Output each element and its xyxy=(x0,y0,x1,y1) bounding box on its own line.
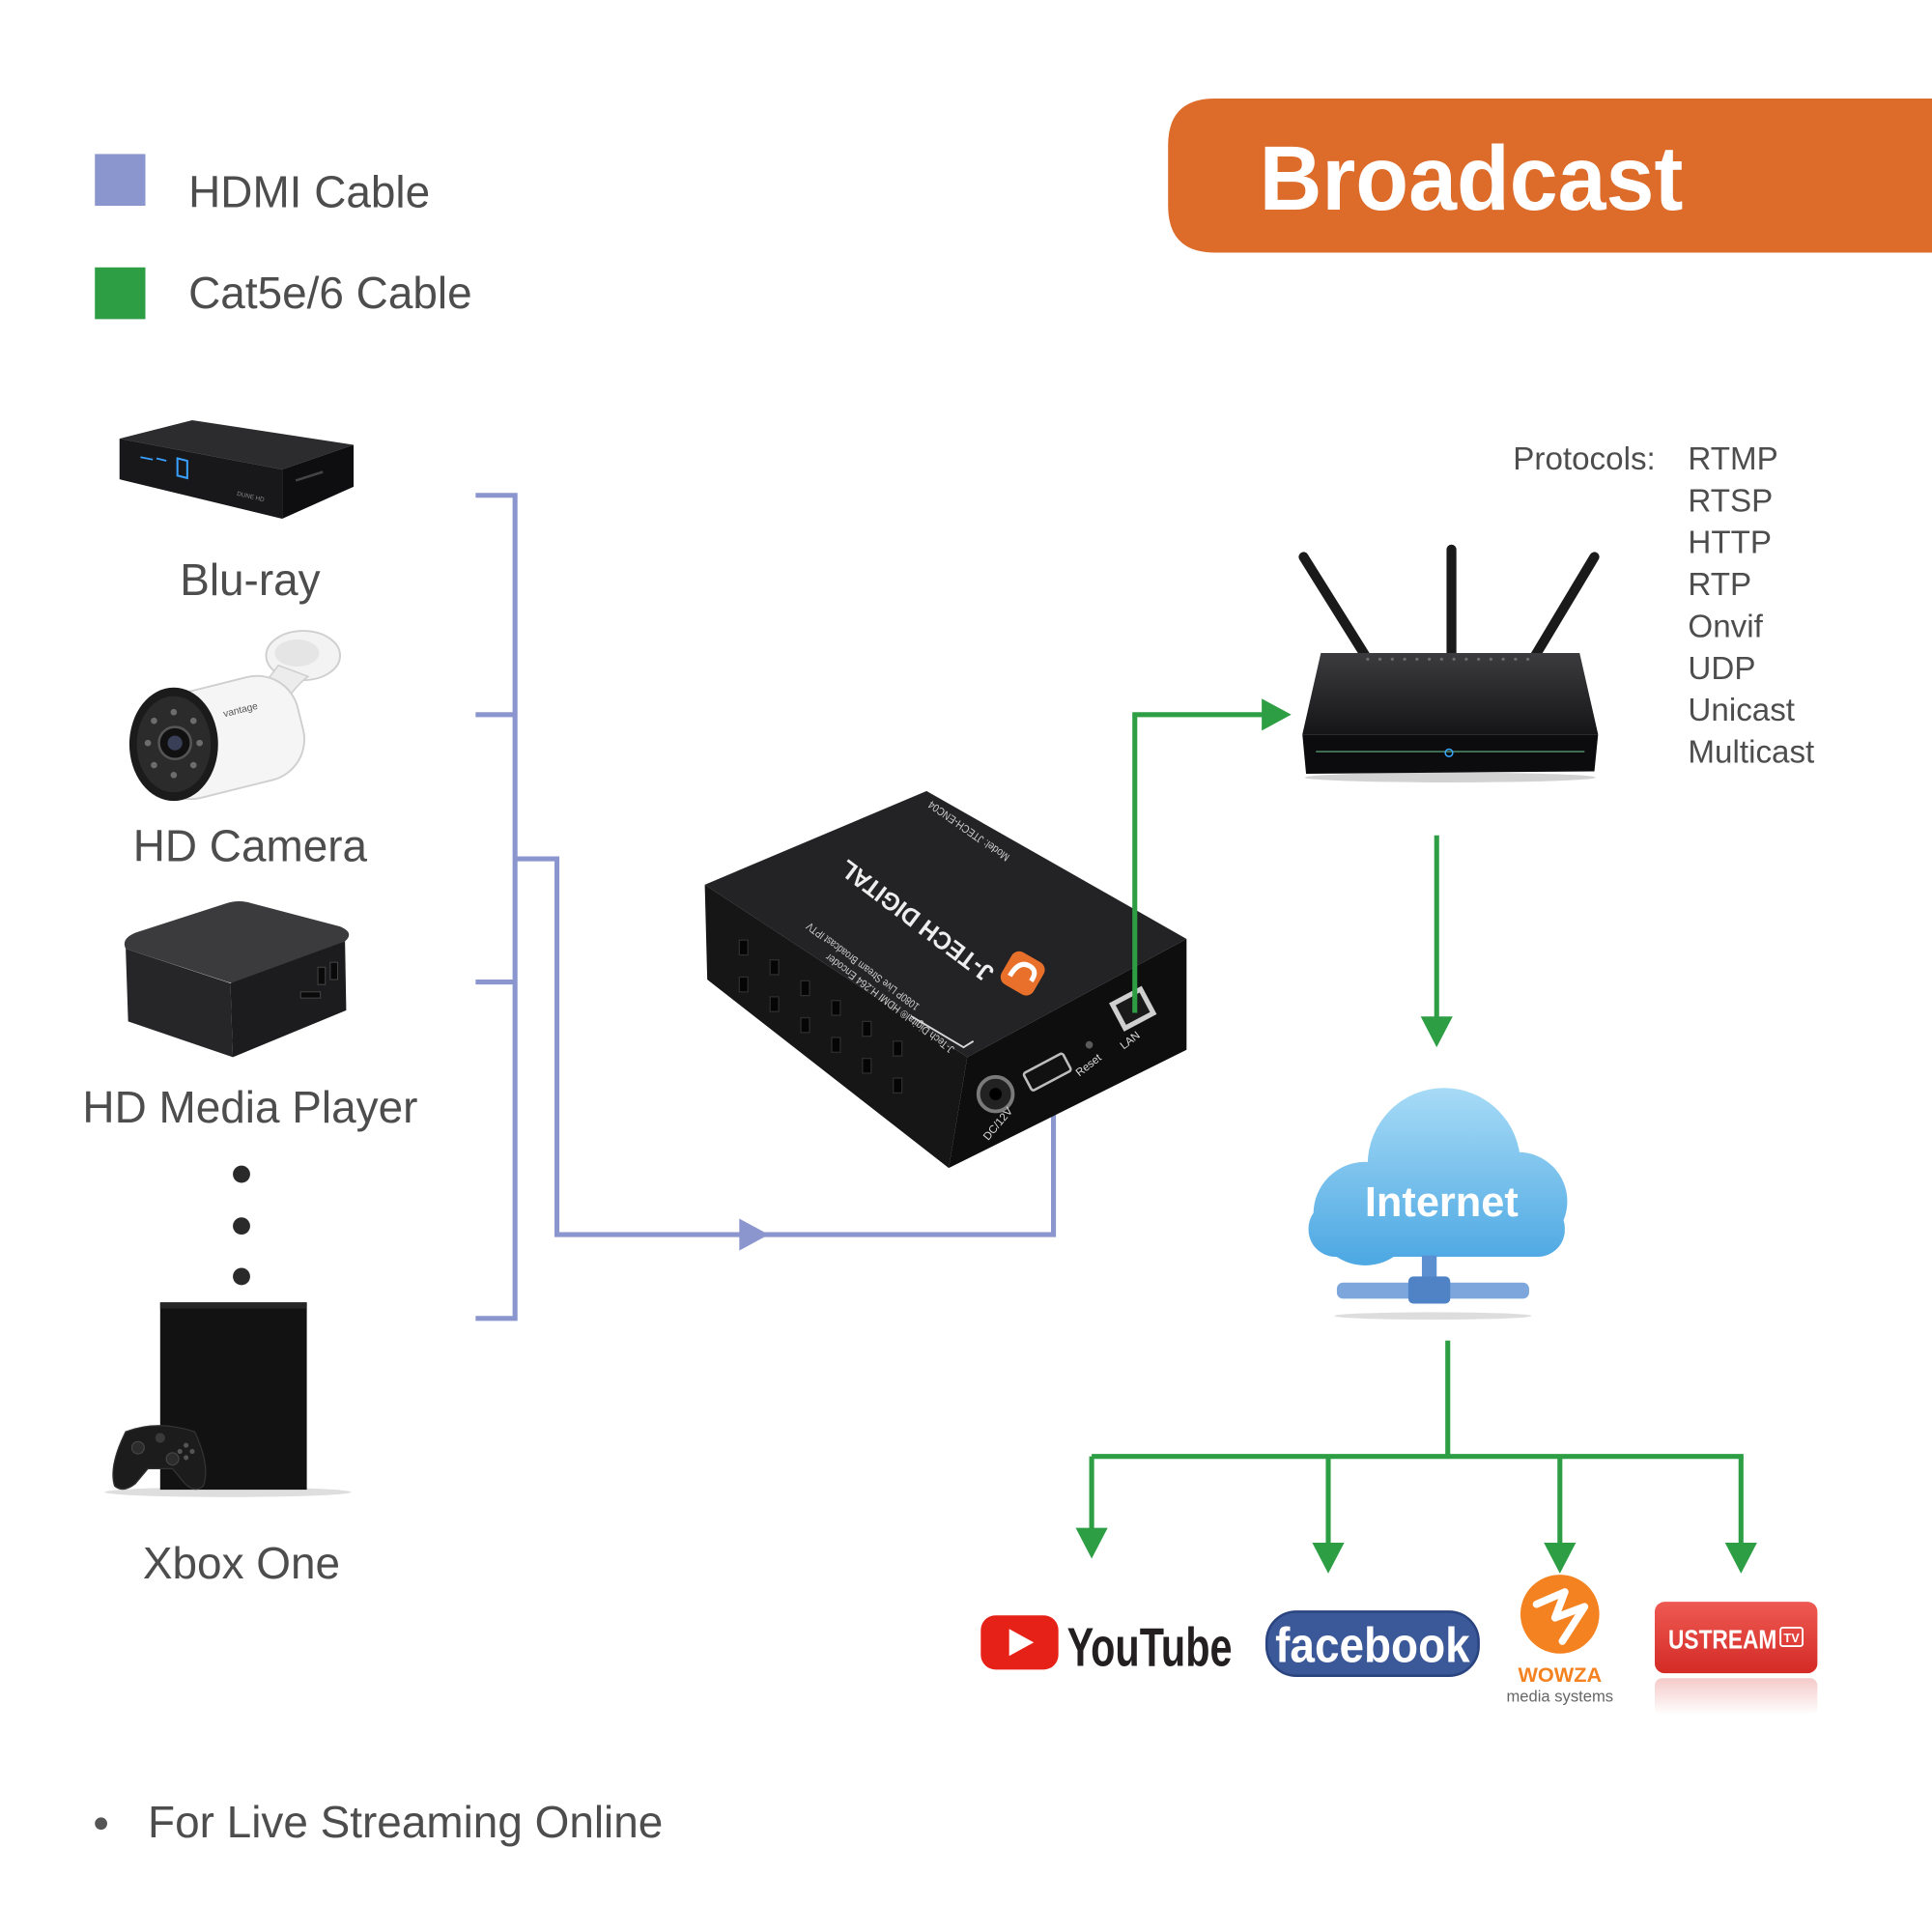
media-player-icon xyxy=(124,901,350,1058)
youtube-wordmark: YouTube xyxy=(1067,1616,1233,1677)
ustream-badge: TV xyxy=(1783,1631,1800,1645)
wowza-wordmark: WOWZA xyxy=(1518,1662,1602,1687)
legend-item-cat: Cat5e/6 Cable xyxy=(95,267,472,320)
reset-button xyxy=(1085,1040,1094,1049)
legend-item-hdmi: HDMI Cable xyxy=(95,154,430,216)
source-bluray: DUNE HD Blu-ray xyxy=(119,419,355,605)
arrow-to-facebook xyxy=(1312,1542,1345,1574)
platform-youtube: YouTube xyxy=(980,1615,1233,1677)
internet-label: Internet xyxy=(1365,1179,1519,1226)
platform-facebook: facebook xyxy=(1264,1610,1480,1677)
protocol-item: UDP xyxy=(1688,651,1755,687)
power-port xyxy=(976,1074,1015,1114)
legend: HDMI Cable Cat5e/6 Cable xyxy=(95,154,472,320)
cat-cable-connections xyxy=(1089,712,1744,1550)
ustream-logo-icon xyxy=(1655,1602,1818,1674)
encoder-logo-icon xyxy=(1000,951,1045,996)
platform-ustream: USTREAM TV xyxy=(1655,1602,1818,1716)
protocol-item: RTP xyxy=(1688,567,1751,603)
power-indicator-icon xyxy=(1444,748,1454,757)
arrow-to-router xyxy=(1262,698,1292,731)
bluray-player-icon: DUNE HD xyxy=(119,419,355,519)
protocol-item: Unicast xyxy=(1688,693,1795,728)
xbox-console-icon xyxy=(104,1302,352,1497)
arrow-to-youtube xyxy=(1075,1527,1108,1559)
hdmi-arrow-right xyxy=(739,1218,769,1251)
security-camera-icon: vantage xyxy=(128,630,341,802)
banner-title: Broadcast xyxy=(1260,128,1684,230)
hdmi-line-to-encoder xyxy=(515,856,1057,1237)
source-label-bluray: Blu-ray xyxy=(180,554,320,605)
cat-line-encoder-to-router xyxy=(1132,712,1269,1013)
encoder-device-icon: J-TECH DIGITAL 1080P Live Stream Broadca… xyxy=(704,790,1187,1169)
arrow-to-wowza xyxy=(1544,1542,1577,1574)
cloud-network-icon xyxy=(1308,1088,1568,1265)
internet-node: Internet xyxy=(1308,1088,1568,1321)
platform-wowza: WOWZA media systems xyxy=(1507,1575,1614,1705)
banner-background xyxy=(1168,99,1932,253)
footer-bullet-text: For Live Streaming Online xyxy=(148,1797,663,1847)
cat-arrows xyxy=(1075,698,1757,1574)
cat-cable-swatch xyxy=(95,267,146,320)
protocols-label: Protocols: xyxy=(1513,441,1655,477)
source-media-player: HD Media Player xyxy=(82,901,417,1132)
protocols-list: Protocols: RTMP RTSP HTTP RTP Onvif UDP … xyxy=(1513,441,1814,771)
more-sources-dots xyxy=(233,1165,250,1286)
source-xbox: Xbox One xyxy=(104,1302,352,1588)
source-label-media-player: HD Media Player xyxy=(82,1082,417,1132)
protocol-item: Multicast xyxy=(1688,735,1814,771)
wowza-tagline: media systems xyxy=(1507,1687,1614,1705)
arrow-to-ustream xyxy=(1724,1542,1757,1574)
source-label-camera: HD Camera xyxy=(133,821,368,871)
source-camera: vantage HD Camera xyxy=(128,630,368,871)
facebook-wordmark: facebook xyxy=(1275,1618,1470,1673)
legend-label-cat: Cat5e/6 Cable xyxy=(188,268,471,318)
broadcast-banner: Broadcast xyxy=(1168,99,1932,253)
protocol-item: Onvif xyxy=(1688,609,1763,644)
hdmi-bracket xyxy=(475,493,518,1321)
protocol-item: RTMP xyxy=(1688,441,1777,477)
legend-label-hdmi: HDMI Cable xyxy=(188,166,430,216)
router-icon xyxy=(1298,544,1600,782)
bullet-icon xyxy=(95,1817,107,1831)
ustream-wordmark: USTREAM xyxy=(1668,1625,1776,1655)
facebook-logo-icon xyxy=(1264,1610,1480,1677)
source-label-xbox: Xbox One xyxy=(143,1538,340,1588)
protocol-item: RTSP xyxy=(1688,483,1773,519)
hdmi-cable-swatch xyxy=(95,154,146,207)
footer-bullets: For Live Streaming Online xyxy=(95,1797,663,1847)
protocol-item: HTTP xyxy=(1688,526,1772,561)
hdmi-port xyxy=(1022,1052,1072,1092)
hdmi-cable-connections xyxy=(475,493,1057,1321)
arrow-to-internet xyxy=(1420,1016,1453,1048)
